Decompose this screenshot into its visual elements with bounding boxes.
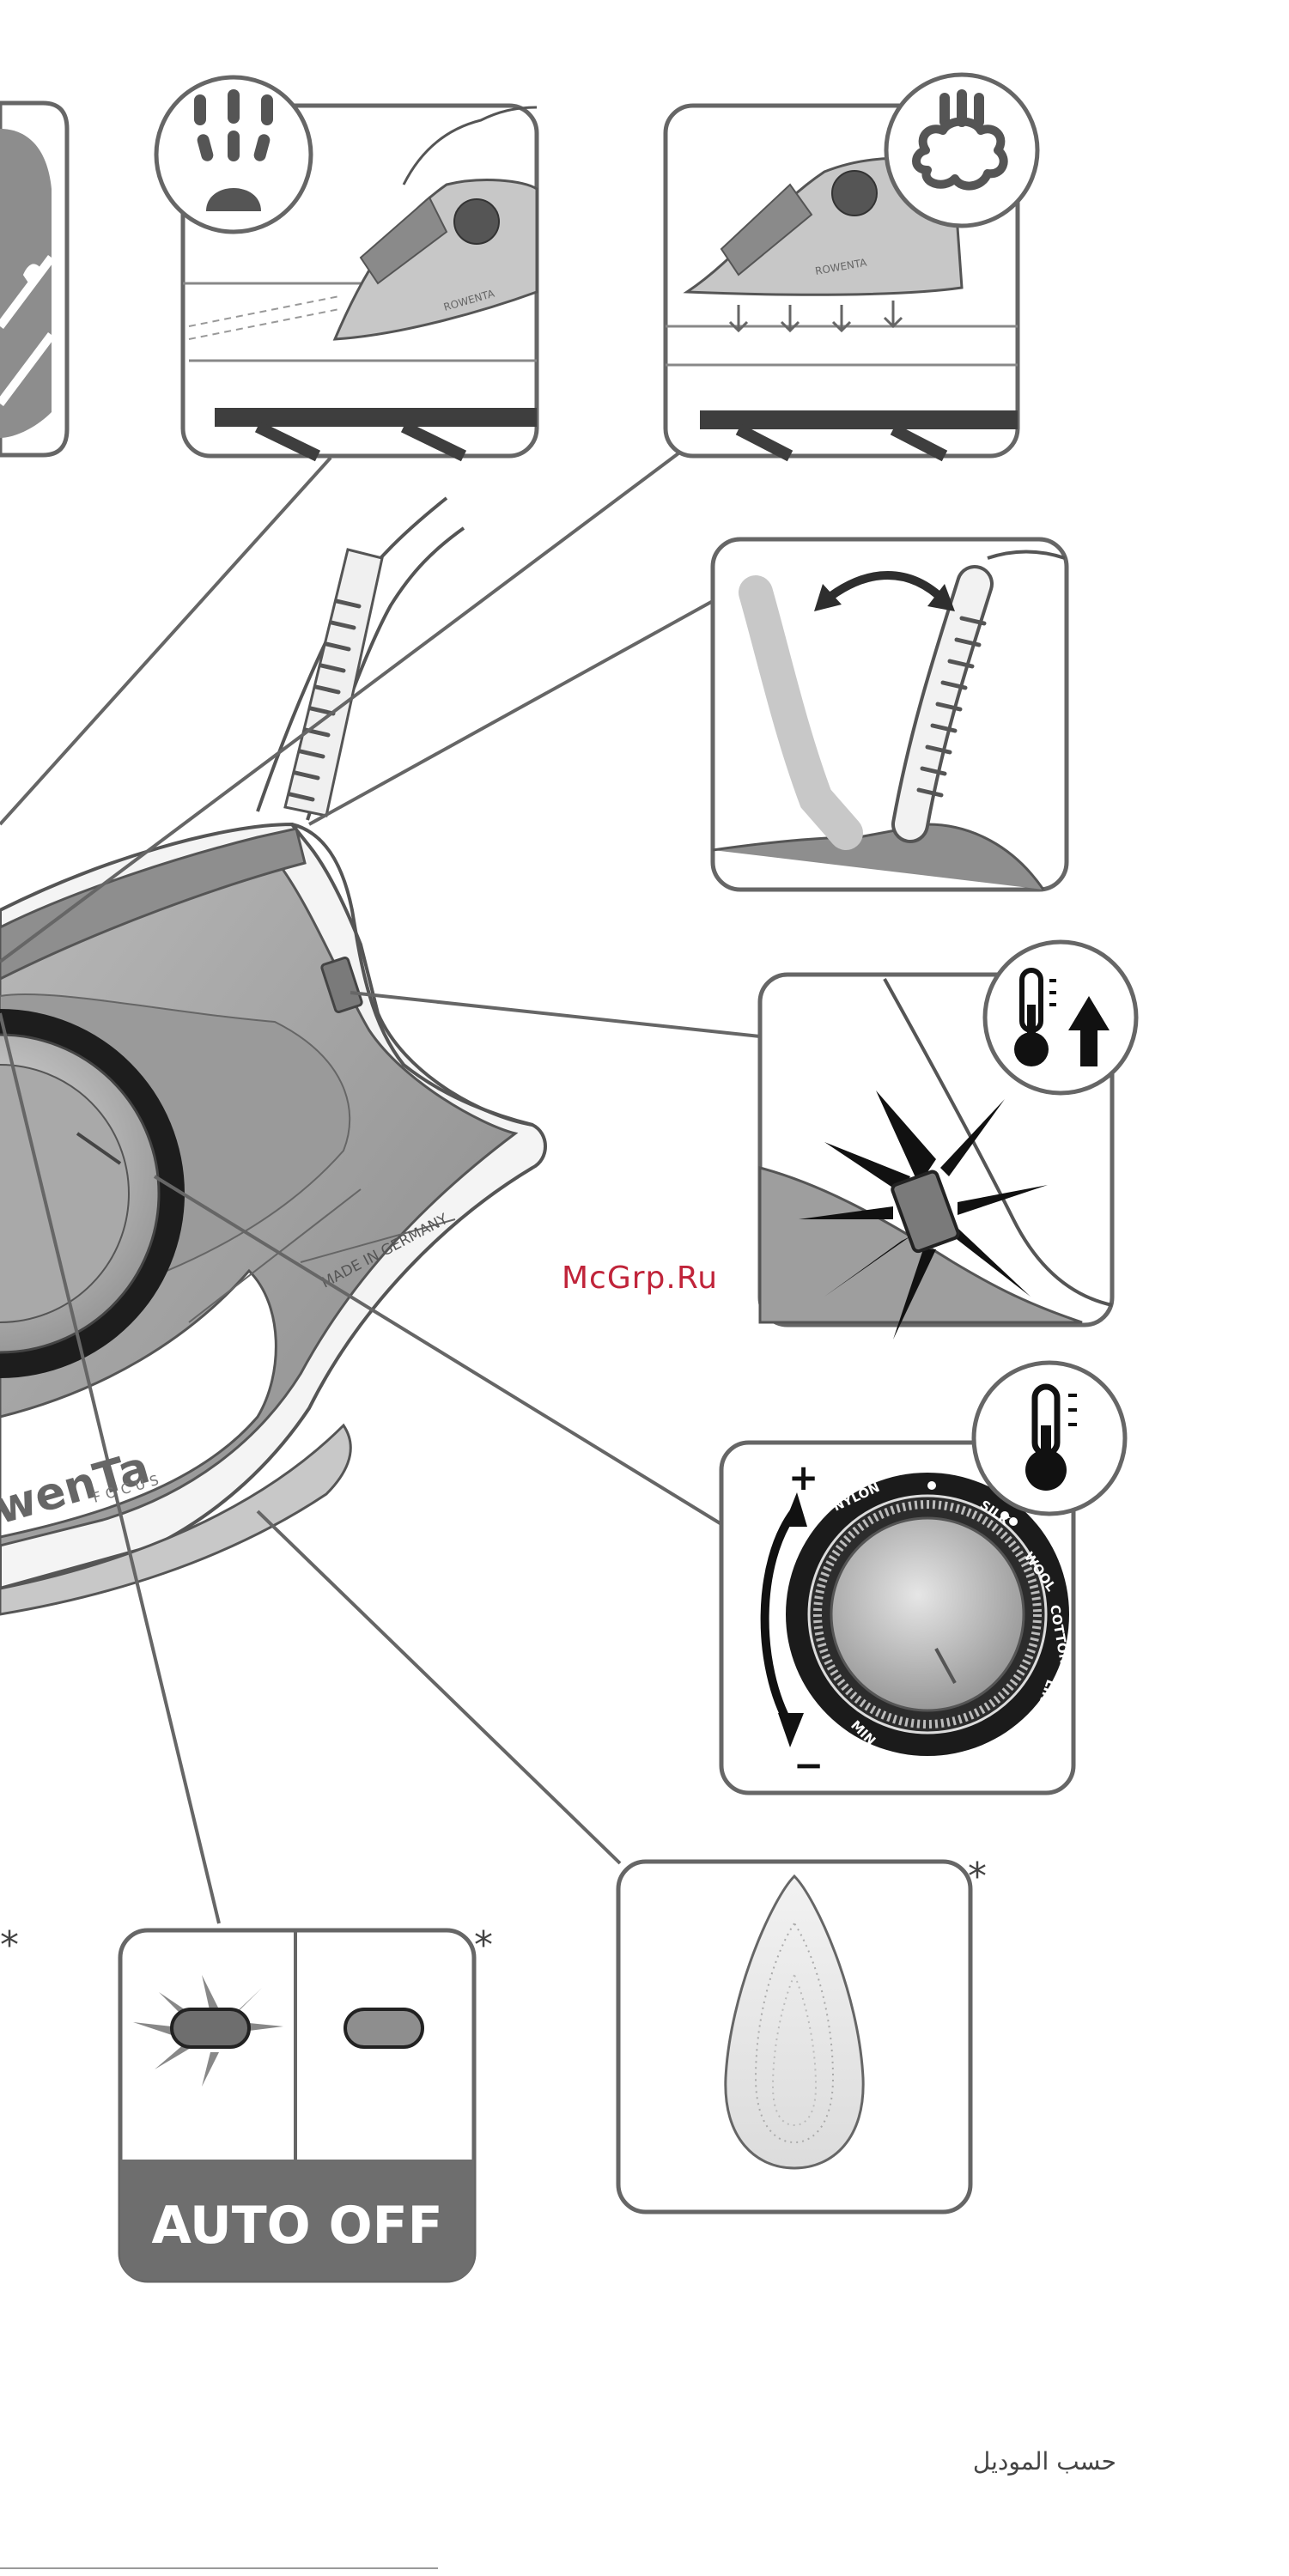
footnote-marker-auto-off: *: [474, 1923, 493, 1967]
panel-steam-burst: ROWENTA: [154, 75, 539, 462]
steam-cloud-icon: [912, 89, 1008, 191]
steam-burst-icon: [194, 89, 273, 211]
footnote-marker-auto-off-left: *: [0, 1923, 19, 1967]
bottom-rule: [0, 2567, 438, 2569]
panel-steam-cloud: ROWENTA: [663, 72, 1040, 462]
footnote-marker-soleplate: *: [968, 1855, 987, 1899]
footer-note: حسب الموديل: [972, 2447, 1116, 2476]
dial-plus-label: +: [788, 1456, 818, 1498]
auto-off-light-icon: [133, 1975, 283, 2087]
panel-iron-tip-cropped: [0, 100, 70, 458]
dial-minus-label: −: [793, 1744, 824, 1786]
auto-off-label: AUTO OFF: [151, 2196, 442, 2256]
panel-cord-swivel: [710, 537, 1069, 892]
panel-auto-off: AUTO OFF: [118, 1928, 477, 2283]
iron-body: [0, 822, 547, 1616]
thermometer-up-icon: [1014, 968, 1110, 1066]
panel-soleplate: [616, 1859, 973, 2215]
thermometer-icon: [1025, 1383, 1077, 1491]
callout-lines: [0, 452, 761, 1924]
cord-swivel-icon: [821, 571, 948, 605]
watermark: McGrp.Ru: [562, 1261, 719, 1296]
soleplate-icon: [724, 1874, 865, 2170]
panel-temperature-light: [757, 939, 1139, 1340]
iron-cord: [256, 496, 465, 821]
panel-temperature-dial: NYLON SILK WOOL COTTON LINEN MIN + −: [719, 1360, 1128, 1795]
